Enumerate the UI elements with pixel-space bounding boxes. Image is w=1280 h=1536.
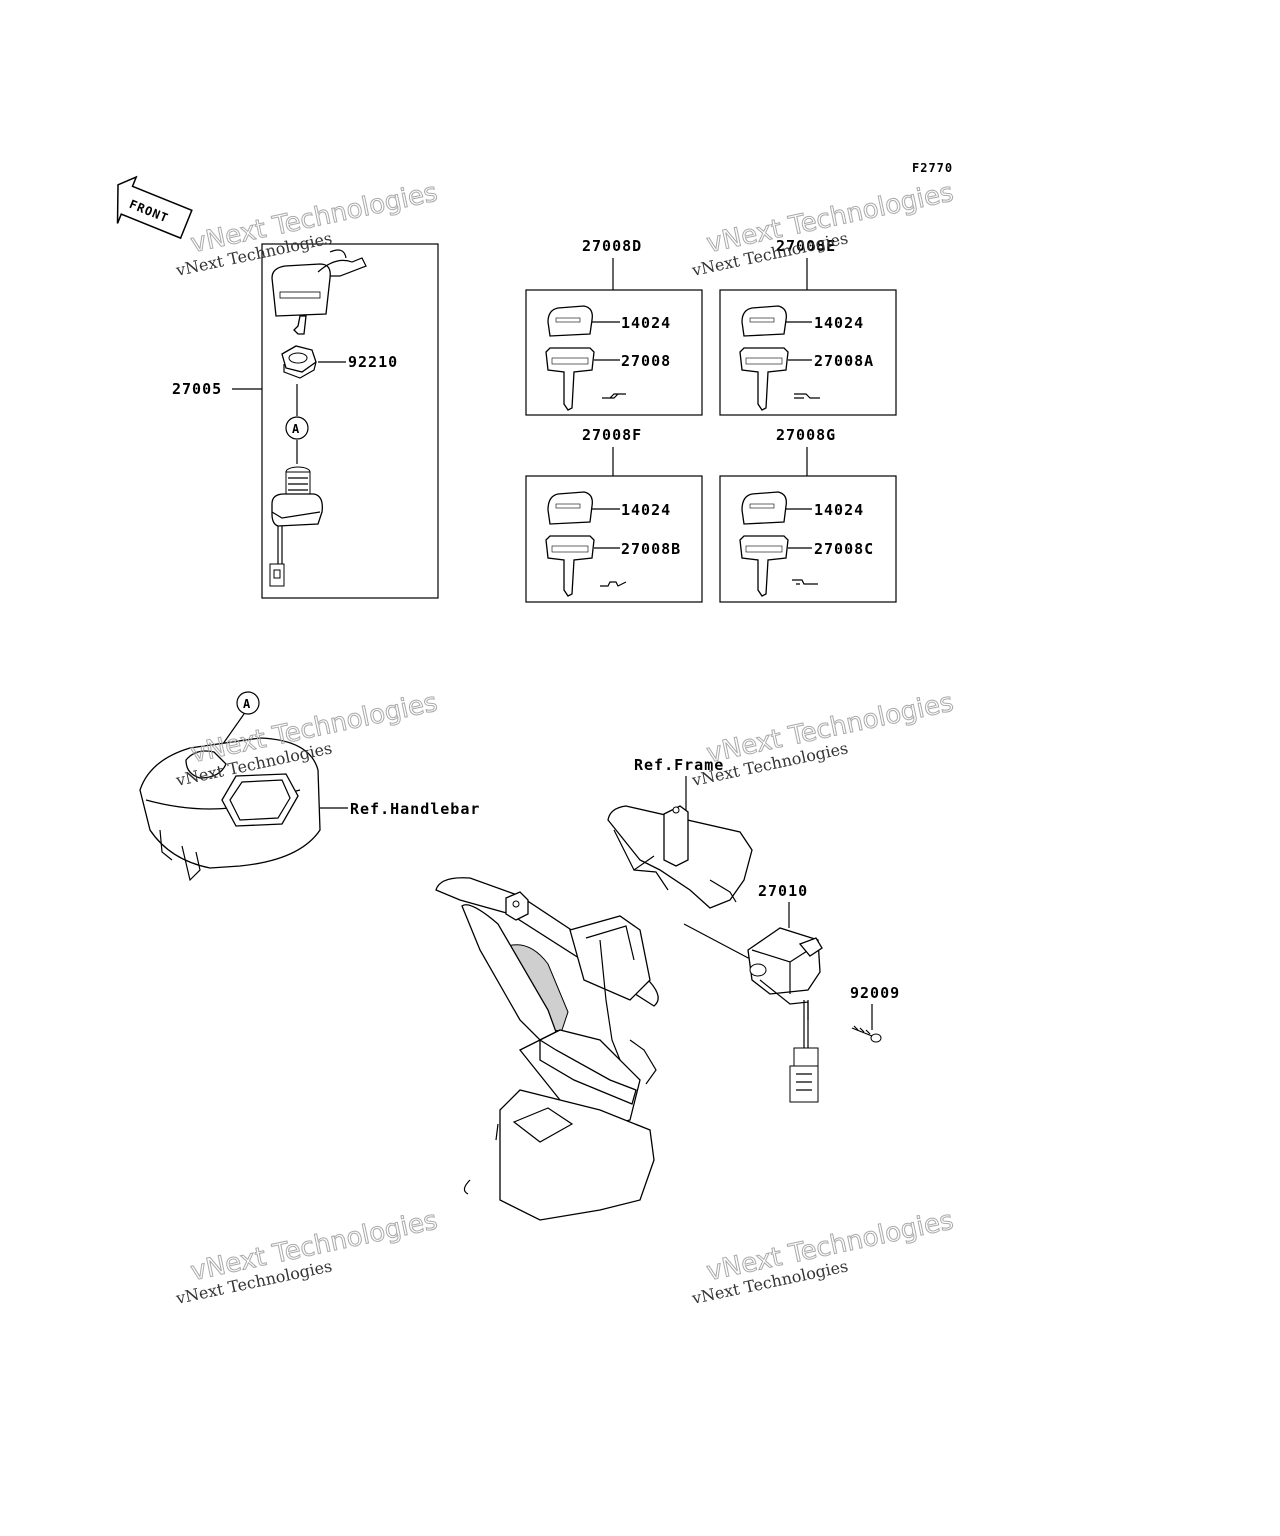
ref-frame: Ref.Frame xyxy=(634,756,724,774)
key-cut-g-icon xyxy=(792,579,818,585)
label-key-set-g: 27008G xyxy=(776,426,836,444)
label-key-cover-g: 14024 xyxy=(814,501,864,519)
key-set-d-box xyxy=(525,289,703,416)
diagram-code: F2770 xyxy=(912,161,953,175)
watermark-5: vNext Technologies vNext Technologies xyxy=(173,1205,440,1308)
label-key-cover-d: 14024 xyxy=(621,314,671,332)
bolt-icon xyxy=(851,1025,882,1043)
key-cover-e-icon xyxy=(741,305,787,337)
switch-icon xyxy=(747,927,823,1103)
label-key-blank-f: 27008B xyxy=(621,540,681,558)
watermark-2: vNext Technologies vNext Technologies xyxy=(689,177,956,280)
nut-icon xyxy=(281,345,317,379)
key-blank-f-icon xyxy=(545,535,595,597)
label-key-cover-f: 14024 xyxy=(621,501,671,519)
key-cut-e-icon xyxy=(794,393,820,399)
label-key-set-e: 27008E xyxy=(776,237,836,255)
label-key-set-f: 27008F xyxy=(582,426,642,444)
label-key-set-d: 27008D xyxy=(582,237,642,255)
callout-a-bottom-label: A xyxy=(243,697,251,711)
key-set-f-box xyxy=(525,475,703,603)
ignition-set-box xyxy=(261,243,439,599)
key-blank-d-icon xyxy=(545,347,595,411)
callout-a-bottom xyxy=(236,691,260,715)
ignition-key-icon xyxy=(271,249,367,335)
label-key-blank-d: 27008 xyxy=(621,352,671,370)
key-cover-d-icon xyxy=(547,305,593,337)
key-cut-d-icon xyxy=(602,393,626,399)
key-cover-f-icon xyxy=(547,491,593,525)
callout-a-top xyxy=(285,416,309,440)
key-set-e-box xyxy=(719,289,897,416)
callout-a-top-label: A xyxy=(292,422,300,436)
label-key-cover-e: 14024 xyxy=(814,314,864,332)
label-bolt: 92009 xyxy=(850,984,900,1002)
key-cut-f-icon xyxy=(600,581,627,587)
label-ignition-set: 27005 xyxy=(172,380,222,398)
label-switch: 27010 xyxy=(758,882,808,900)
frame-icon xyxy=(435,805,753,1221)
key-blank-g-icon xyxy=(739,535,789,597)
ref-handlebar: Ref.Handlebar xyxy=(350,800,480,818)
label-nut: 92210 xyxy=(348,353,398,371)
handlebar-cover-icon xyxy=(139,737,321,882)
label-key-blank-e: 27008A xyxy=(814,352,874,370)
key-blank-e-icon xyxy=(739,347,789,411)
ignition-cylinder-icon xyxy=(269,466,323,587)
watermark-4: vNext Technologies vNext Technologies xyxy=(689,687,956,790)
key-set-g-box xyxy=(719,475,897,603)
watermark-6: vNext Technologies vNext Technologies xyxy=(689,1205,956,1308)
front-arrow-icon: FRONT xyxy=(116,175,193,240)
key-cover-g-icon xyxy=(741,491,787,525)
label-key-blank-g: 27008C xyxy=(814,540,874,558)
